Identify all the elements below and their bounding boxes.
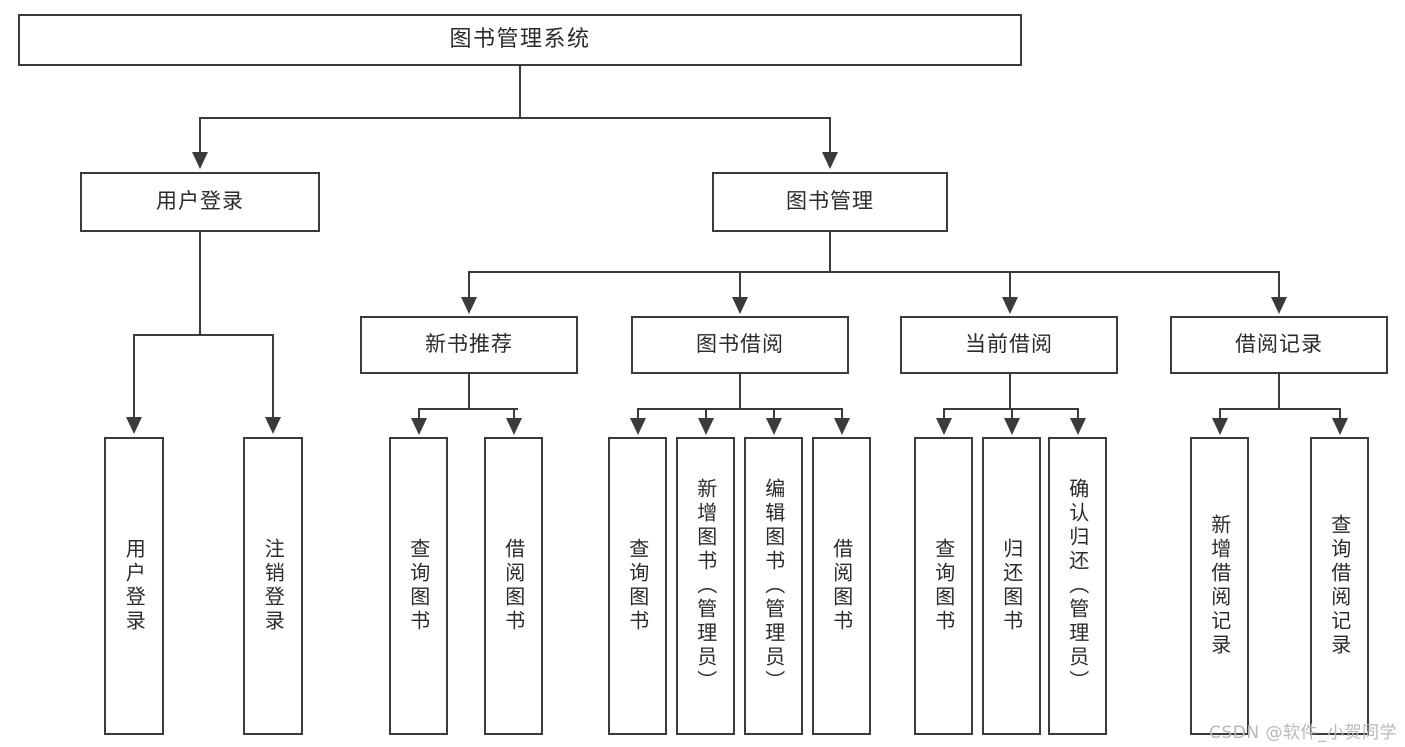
edge-login-to-leaf1 xyxy=(133,334,135,419)
leaf-current-return-book[interactable]: 归还图书 xyxy=(982,437,1041,735)
arrow-borrow-icon xyxy=(732,297,748,314)
leaf-user-login[interactable]: 用户登录 xyxy=(104,437,164,735)
leaf-logout[interactable]: 注销登录 xyxy=(243,437,303,735)
leaf-current-confirm-return[interactable]: 确认归还（管理员） xyxy=(1048,437,1107,735)
arrow-login-leaf2-icon xyxy=(265,417,281,434)
edge-newbook-leaf1 xyxy=(418,408,420,420)
node-root-system[interactable]: 图书管理系统 xyxy=(18,14,1022,66)
edge-login-bar xyxy=(133,334,274,336)
node-user-login[interactable]: 用户登录 xyxy=(80,172,320,232)
leaf-borrow-search-book[interactable]: 查询图书 xyxy=(608,437,667,735)
edge-bookmgmt-bar xyxy=(468,271,1279,273)
leaf-newbook-borrow[interactable]: 借阅图书 xyxy=(484,437,543,735)
arrow-newbook-icon xyxy=(461,297,477,314)
edge-current-leaf3 xyxy=(1077,408,1079,420)
arrow-newbook-leaf1-icon xyxy=(411,418,427,435)
arrow-root-to-login-icon xyxy=(192,152,208,169)
arrow-borrow-leaf1-icon xyxy=(630,418,646,435)
edge-current-bar xyxy=(943,408,1077,410)
leaf-record-search[interactable]: 查询借阅记录 xyxy=(1310,437,1369,735)
node-book-borrow[interactable]: 图书借阅 xyxy=(631,316,849,374)
edge-root-bar xyxy=(199,117,831,119)
edge-login-stem xyxy=(199,232,201,335)
arrow-record-icon xyxy=(1271,297,1287,314)
edge-bookmgmt-stem xyxy=(829,232,831,272)
leaf-borrow-edit-book[interactable]: 编辑图书（管理员） xyxy=(744,437,803,735)
arrow-root-to-bookmgmt-icon xyxy=(822,152,838,169)
csdn-watermark: CSDN @软件_小贺同学 xyxy=(1209,723,1397,743)
edge-root-stem xyxy=(519,66,521,118)
arrow-current-leaf3-icon xyxy=(1070,418,1086,435)
arrow-record-leaf2-icon xyxy=(1332,418,1348,435)
edge-bookmgmt-to-borrow xyxy=(739,271,741,299)
edge-borrow-bar xyxy=(637,408,842,410)
edge-newbook-stem xyxy=(468,374,470,409)
edge-bookmgmt-to-newbook xyxy=(468,271,470,299)
edge-borrow-stem xyxy=(739,374,741,409)
edge-root-to-login xyxy=(199,117,201,155)
arrow-login-leaf1-icon xyxy=(126,417,142,434)
edge-bookmgmt-to-record xyxy=(1278,271,1280,299)
leaf-borrow-borrow-book[interactable]: 借阅图书 xyxy=(812,437,871,735)
node-borrow-record[interactable]: 借阅记录 xyxy=(1170,316,1388,374)
edge-current-stem xyxy=(1009,374,1011,409)
arrow-current-icon xyxy=(1002,297,1018,314)
edge-borrow-leaf2 xyxy=(705,408,707,420)
edge-borrow-leaf3 xyxy=(773,408,775,420)
edge-current-leaf1 xyxy=(943,408,945,420)
node-new-book-recommend[interactable]: 新书推荐 xyxy=(360,316,578,374)
leaf-record-add[interactable]: 新增借阅记录 xyxy=(1190,437,1249,735)
leaf-newbook-search[interactable]: 查询图书 xyxy=(389,437,448,735)
edge-record-leaf2 xyxy=(1339,408,1341,420)
edge-newbook-leaf2 xyxy=(513,408,515,420)
edge-root-to-bookmgmt xyxy=(829,117,831,155)
leaf-borrow-add-book[interactable]: 新增图书（管理员） xyxy=(676,437,735,735)
edge-record-stem xyxy=(1278,374,1280,409)
arrow-record-leaf1-icon xyxy=(1212,418,1228,435)
arrow-current-leaf1-icon xyxy=(936,418,952,435)
arrow-borrow-leaf2-icon xyxy=(698,418,714,435)
leaf-current-search-book[interactable]: 查询图书 xyxy=(914,437,973,735)
edge-newbook-bar xyxy=(418,408,518,410)
edge-borrow-leaf1 xyxy=(637,408,639,420)
edge-record-bar xyxy=(1219,408,1341,410)
arrow-newbook-leaf2-icon xyxy=(506,418,522,435)
edge-record-leaf1 xyxy=(1219,408,1221,420)
edge-bookmgmt-to-current xyxy=(1009,271,1011,299)
edge-borrow-leaf4 xyxy=(841,408,843,420)
arrow-borrow-leaf4-icon xyxy=(834,418,850,435)
node-book-management[interactable]: 图书管理 xyxy=(712,172,948,232)
arrow-current-leaf2-icon xyxy=(1004,418,1020,435)
arrow-borrow-leaf3-icon xyxy=(766,418,782,435)
node-current-borrow[interactable]: 当前借阅 xyxy=(900,316,1118,374)
edge-login-to-leaf2 xyxy=(272,334,274,419)
edge-current-leaf2 xyxy=(1011,408,1013,420)
